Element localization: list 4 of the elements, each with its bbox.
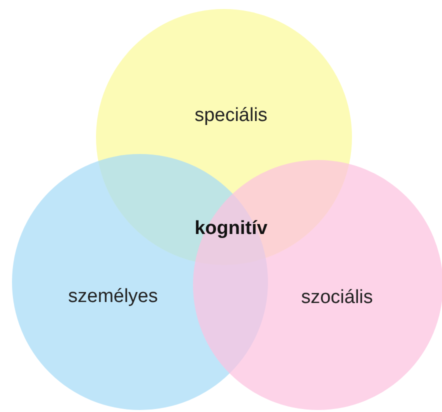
- circle-label: speciális: [194, 105, 268, 127]
- circle-label: személyes: [68, 286, 158, 308]
- center-label: kognitív: [194, 218, 268, 240]
- circle-label: szociális: [301, 287, 373, 309]
